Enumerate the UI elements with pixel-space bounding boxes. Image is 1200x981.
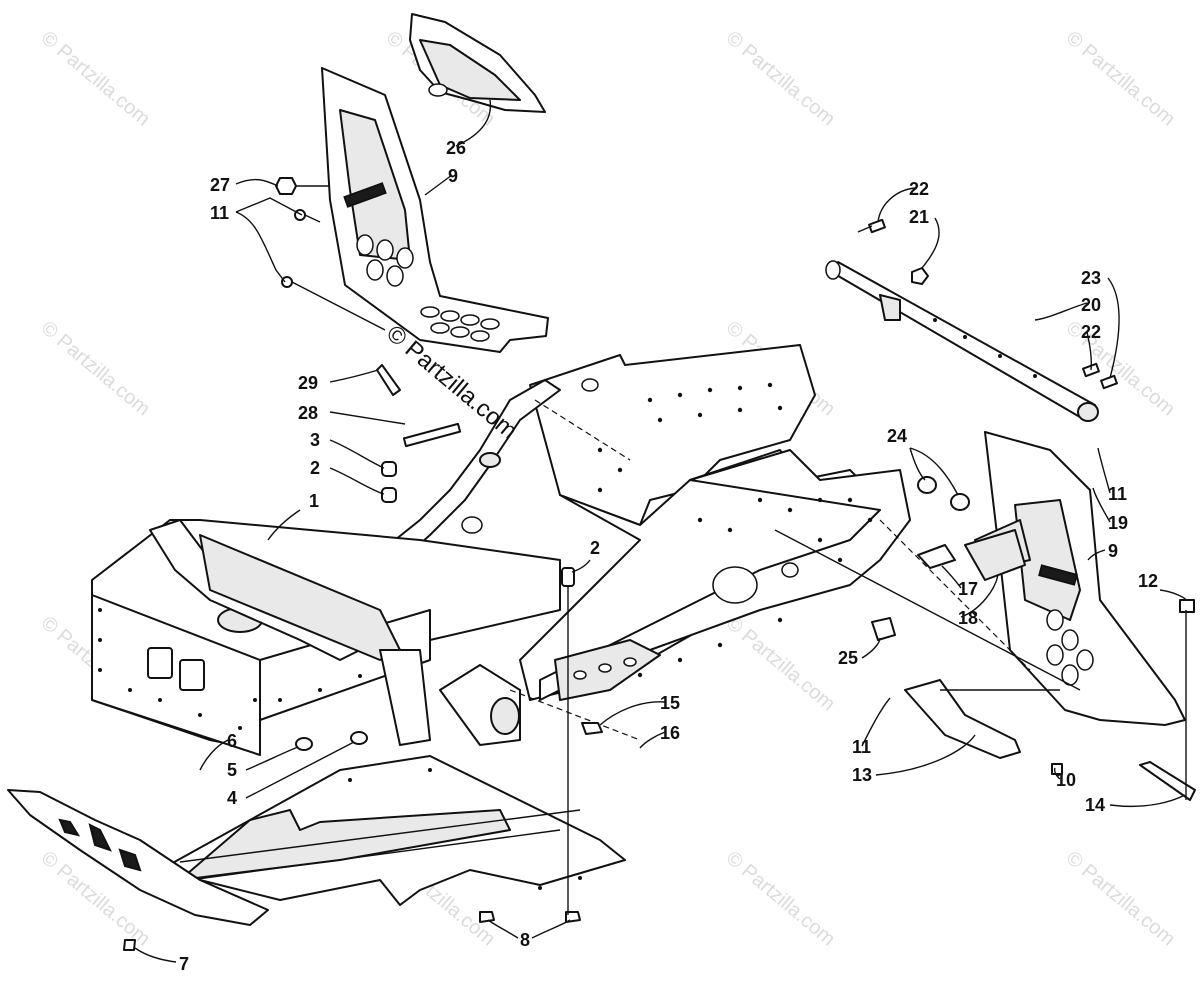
fasteners-top-left	[275, 177, 386, 331]
part-7-bumper	[7, 789, 269, 926]
callout-19: 19	[1108, 513, 1128, 533]
callout-3: 3	[310, 430, 320, 450]
watermark-tile: © Partzilla.com	[37, 27, 154, 130]
callout-1: 1	[309, 491, 319, 511]
small-fasteners-center	[123, 364, 1195, 951]
leader-lines	[134, 99, 1187, 963]
callout-2: 2	[590, 538, 600, 558]
callout-21: 21	[909, 207, 929, 227]
right-footrest-holes	[1046, 609, 1094, 686]
part-26-shroud	[409, 13, 546, 113]
part-18-mesh	[964, 529, 1026, 581]
callout-11: 11	[1108, 484, 1127, 504]
callout-labels: 27 11 26 9 29 28 3 2 1 2 5 4 6 7 8 15 16…	[179, 138, 1158, 974]
callout-25: 25	[838, 648, 858, 668]
callout-11: 11	[210, 203, 229, 223]
watermark-tile: © Partzilla.com	[722, 612, 839, 715]
callout-29: 29	[298, 373, 318, 393]
part-14-strap	[1139, 761, 1196, 801]
part-20-crossbar	[825, 260, 1099, 422]
callout-5: 5	[227, 760, 237, 780]
callout-27: 27	[210, 175, 230, 195]
tunnel-rivets	[98, 608, 362, 730]
watermark-tile: © Partzilla.com	[37, 317, 154, 420]
callout-11: 11	[852, 737, 871, 757]
callout-17: 17	[958, 579, 978, 599]
callout-24: 24	[887, 426, 907, 446]
watermark-tile: © Partzilla.com	[1062, 27, 1179, 130]
watermark-tile: © Partzilla.com	[722, 27, 839, 130]
callout-8: 8	[520, 930, 530, 950]
part-1-chassis-tunnel	[91, 519, 561, 756]
part-17-bracket	[917, 544, 956, 569]
callout-10: 10	[1056, 770, 1076, 790]
callout-4: 4	[227, 788, 237, 808]
callout-15: 15	[660, 693, 680, 713]
callout-16: 16	[660, 723, 680, 743]
callout-7: 7	[179, 954, 189, 974]
callout-2: 2	[310, 458, 320, 478]
footrest-holes	[356, 234, 500, 342]
part-9-left-footrest	[321, 67, 549, 353]
callout-6: 6	[227, 731, 237, 751]
callout-12: 12	[1138, 571, 1158, 591]
callout-14: 14	[1085, 795, 1105, 815]
callout-23: 23	[1081, 268, 1101, 288]
watermark-tile: © Partzilla.com	[1062, 847, 1179, 950]
callout-28: 28	[298, 403, 318, 423]
part-24-nuts	[917, 476, 970, 511]
callout-9: 9	[1108, 541, 1118, 561]
callout-20: 20	[1081, 295, 1101, 315]
callout-18: 18	[958, 608, 978, 628]
part-chassis-side-panel	[519, 344, 911, 701]
assembly-lines	[509, 399, 1187, 915]
callout-26: 26	[446, 138, 466, 158]
callout-22: 22	[1081, 322, 1101, 342]
part-9-right-footrest	[974, 431, 1186, 726]
callout-22: 22	[909, 179, 929, 199]
watermark-tile: © Partzilla.com	[722, 847, 839, 950]
part-25-spacer	[871, 617, 896, 641]
part-6-skid-plate	[159, 755, 626, 906]
callout-13: 13	[852, 765, 872, 785]
part-brace-tube	[369, 379, 561, 576]
callout-9: 9	[448, 166, 458, 186]
part-13-bracket	[904, 679, 1021, 759]
